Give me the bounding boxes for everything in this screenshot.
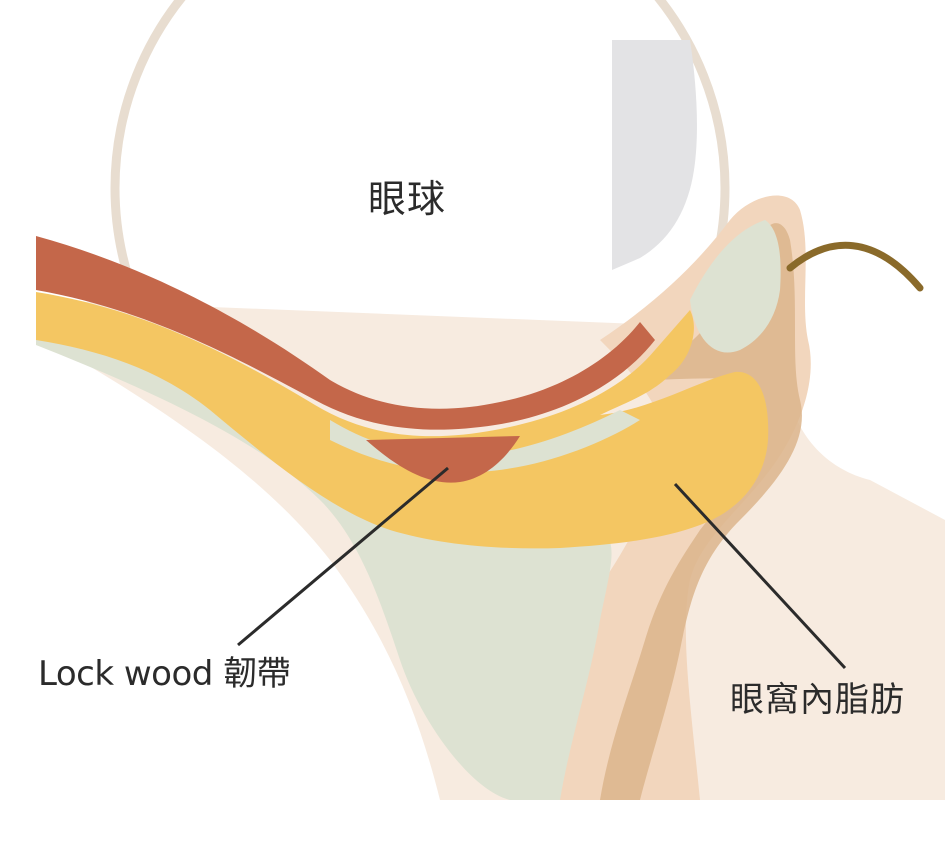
eyeball-label: 眼球	[368, 177, 447, 221]
lockwood-ligament-label: Lock wood 韌帶	[38, 654, 291, 694]
eyelash	[786, 241, 924, 292]
lockwood-ligament-shape	[366, 436, 520, 483]
septum-layer	[36, 320, 612, 800]
fat-band	[36, 292, 769, 549]
leader-line-orbital-fat	[673, 482, 847, 670]
tarsal-plate	[690, 220, 781, 353]
skin-edge-band	[600, 223, 802, 800]
cornea-shading	[612, 40, 697, 270]
orbicularis-muscle	[36, 236, 655, 430]
leader-line-lockwood	[237, 466, 449, 647]
orbital-fat-label: 眼窩內脂肪	[730, 680, 905, 720]
